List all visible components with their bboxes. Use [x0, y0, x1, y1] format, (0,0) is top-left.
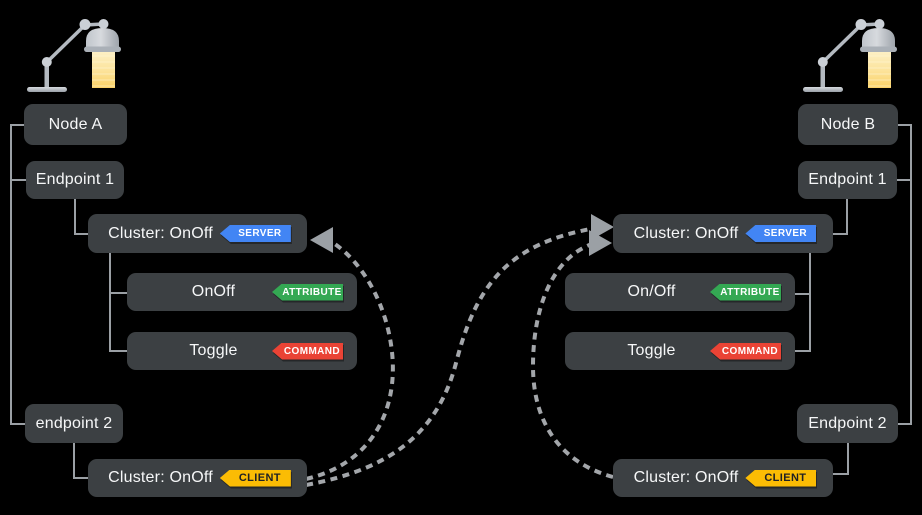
- node-a-box: Node A: [24, 104, 127, 145]
- node-b-attribute-row: On/Off ATTRIBUTE: [565, 273, 795, 311]
- node-b-label: Node B: [820, 115, 876, 133]
- node-b-client-cluster-label: Cluster: OnOff: [633, 469, 739, 486]
- desk-lamp-icon-right: [801, 17, 899, 94]
- binding-curve-clientB-serverB: [530, 242, 614, 479]
- server-badge: SERVER: [219, 225, 291, 242]
- desk-lamp-icon-left: [25, 17, 123, 94]
- node-a-endpoint1-box: Endpoint 1: [26, 161, 124, 199]
- node-b-command-label: Toggle: [627, 342, 676, 359]
- attribute-badge: ATTRIBUTE: [710, 283, 781, 301]
- attribute-badge-wrap: ATTRIBUTE: [272, 283, 343, 301]
- node-a-endpoint2-box: endpoint 2: [25, 404, 123, 443]
- binding-curves: [305, 226, 614, 487]
- server-badge-wrap: SERVER: [745, 225, 817, 242]
- server-badge-wrap: SERVER: [219, 225, 291, 242]
- node-a-attribute-label: OnOff: [191, 283, 236, 300]
- node-b-attribute-label: On/Off: [627, 283, 676, 300]
- node-a-client-cluster-label: Cluster: OnOff: [108, 469, 213, 486]
- attribute-badge: ATTRIBUTE: [272, 283, 343, 301]
- server-badge: SERVER: [745, 225, 817, 242]
- node-b-client-cluster-box: Cluster: OnOff CLIENT: [613, 459, 833, 497]
- arrowhead-into-serverB-lower: [589, 230, 612, 256]
- node-b-endpoint2-label: Endpoint 2: [808, 414, 887, 432]
- node-a-command-row: Toggle COMMAND: [127, 332, 357, 370]
- client-badge: CLIENT: [745, 469, 817, 487]
- node-a-command-label: Toggle: [189, 342, 238, 359]
- node-b-command-row: Toggle COMMAND: [565, 332, 795, 370]
- node-b-endpoint1-label: Endpoint 1: [808, 171, 887, 188]
- node-b-endpoint2-box: Endpoint 2: [797, 404, 898, 443]
- node-a-server-cluster-box: Cluster: OnOff SERVER: [88, 214, 307, 253]
- command-badge-wrap: COMMAND: [710, 342, 781, 360]
- command-badge: COMMAND: [272, 342, 343, 360]
- node-b-server-cluster-box: Cluster: OnOff SERVER: [613, 214, 833, 253]
- node-a-server-cluster-label: Cluster: OnOff: [108, 224, 213, 242]
- node-a-endpoint2-label: endpoint 2: [35, 414, 113, 432]
- node-a-attribute-row: OnOff ATTRIBUTE: [127, 273, 357, 311]
- node-b-endpoint1-box: Endpoint 1: [798, 161, 897, 199]
- binding-curve-clientA-serverB: [305, 226, 597, 487]
- command-badge-wrap: COMMAND: [272, 342, 343, 360]
- arrowhead-into-serverB-upper: [591, 214, 614, 240]
- command-badge: COMMAND: [710, 342, 781, 360]
- attribute-badge-wrap: ATTRIBUTE: [710, 283, 781, 301]
- arrowhead-into-serverA: [310, 227, 333, 253]
- hierarchy-connectors: [10, 124, 912, 479]
- node-b-box: Node B: [798, 104, 898, 145]
- binding-curve-clientA-serverA: [305, 240, 395, 481]
- binding-arrowheads: [310, 214, 614, 256]
- node-a-client-cluster-box: Cluster: OnOff CLIENT: [88, 459, 307, 497]
- node-a-endpoint1-label: Endpoint 1: [35, 171, 115, 188]
- client-badge-wrap: CLIENT: [219, 469, 291, 487]
- node-a-label: Node A: [48, 115, 103, 133]
- node-b-server-cluster-label: Cluster: OnOff: [633, 224, 739, 242]
- client-badge-wrap: CLIENT: [745, 469, 817, 487]
- client-badge: CLIENT: [219, 469, 291, 487]
